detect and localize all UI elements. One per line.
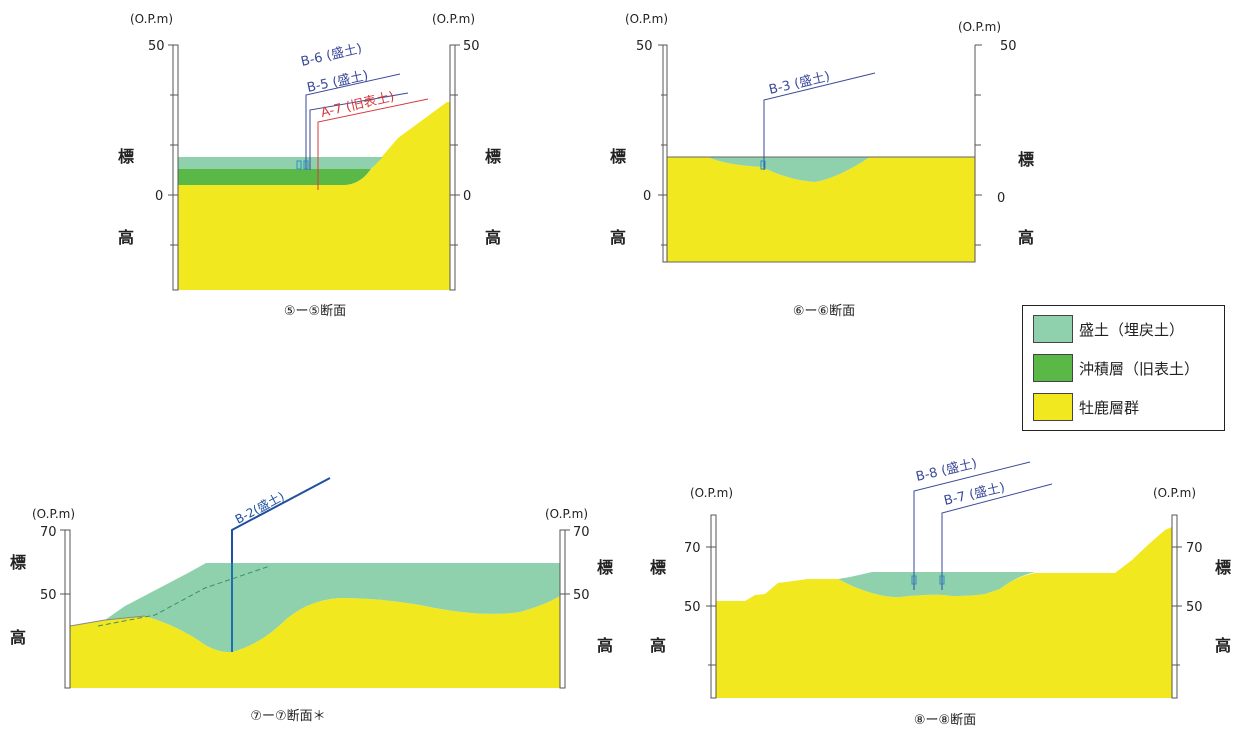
section-6-tick-right: 0 bbox=[997, 191, 1005, 206]
legend-swatch bbox=[1033, 354, 1073, 382]
section-5-bedrock bbox=[178, 102, 450, 290]
section-6-elevation-bottom: 高 bbox=[1018, 228, 1034, 247]
section-7-fill bbox=[105, 563, 560, 653]
legend-swatch bbox=[1033, 393, 1073, 421]
section-8-fill bbox=[838, 572, 1035, 598]
section-5-unit-right: (O.P.m) bbox=[432, 12, 475, 26]
section-7-unit-left: (O.P.m) bbox=[32, 507, 75, 521]
section-5-borehole-label: B-6 (盛土) bbox=[300, 41, 364, 70]
section-7-right-axis bbox=[559, 529, 566, 689]
section-5-borehole-label: B-5 (盛土) bbox=[306, 68, 370, 96]
section-5-elevation-top: 標 bbox=[118, 147, 134, 166]
section-7-caption: ⑦ー⑦断面＊ bbox=[250, 709, 325, 724]
section-7-elevation-bottom: 高 bbox=[597, 636, 613, 655]
section-7-elevation-bottom: 高 bbox=[10, 628, 26, 647]
legend-label: 沖積層（旧表土） bbox=[1079, 359, 1200, 378]
section-5-panel: B-6 (盛土) B-5 (盛土) A-7 (旧表土) (O.P.m) (O.P… bbox=[118, 12, 501, 319]
legend: 盛土（埋戻土） 沖積層（旧表土） 牡鹿層群 bbox=[1022, 305, 1225, 431]
section-7-elevation-top: 標 bbox=[10, 553, 26, 572]
section-8-unit-left: (O.P.m) bbox=[690, 486, 733, 500]
section-8-elevation-top: 標 bbox=[1215, 558, 1231, 577]
section-8-panel: B-8 (盛土) B-7 (盛土) (O.P.m) (O.P.m) 70 50 … bbox=[650, 456, 1231, 728]
section-6-fill bbox=[708, 157, 870, 182]
section-5-left-axis bbox=[172, 44, 179, 291]
section-7-tick-right: 70 bbox=[573, 525, 590, 540]
section-7-borehole-leaders bbox=[231, 477, 331, 652]
section-8-tick-left: 50 bbox=[684, 600, 701, 615]
section-6-panel: B-3 (盛土) (O.P.m) (O.P.m) 50 0 50 0 標 高 標… bbox=[610, 12, 1034, 319]
section-8-borehole-leaders bbox=[911, 461, 1053, 590]
section-6-caption: ⑥ー⑥断面 bbox=[793, 304, 855, 319]
section-5-alluvium bbox=[178, 169, 371, 185]
section-7-tick-right: 50 bbox=[573, 588, 590, 603]
section-8-tick-right: 50 bbox=[1186, 600, 1203, 615]
section-8-borehole-label: B-8 (盛土) bbox=[915, 456, 979, 485]
section-5-elevation-top: 標 bbox=[485, 147, 501, 166]
section-8-elevation-bottom: 高 bbox=[1215, 636, 1231, 655]
section-7-elevation-top: 標 bbox=[597, 558, 613, 577]
section-5-elevation-bottom: 高 bbox=[118, 228, 134, 247]
legend-label: 牡鹿層群 bbox=[1079, 398, 1140, 417]
section-5-caption: ⑤ー⑤断面 bbox=[284, 304, 346, 319]
section-8-tick-left: 70 bbox=[684, 541, 701, 556]
section-5-unit-left: (O.P.m) bbox=[130, 12, 173, 26]
section-7-tick-left: 70 bbox=[40, 525, 57, 540]
section-6-elevation-top: 標 bbox=[610, 147, 626, 166]
section-8-elevation-bottom: 高 bbox=[650, 636, 666, 655]
section-6-unit-right: (O.P.m) bbox=[958, 20, 1001, 34]
section-5-tick-left: 0 bbox=[155, 189, 163, 204]
section-6-left-axis bbox=[662, 44, 668, 263]
section-6-borehole-leaders bbox=[760, 72, 876, 170]
section-5-tick-right: 50 bbox=[463, 39, 480, 54]
section-6-unit-left: (O.P.m) bbox=[625, 12, 668, 26]
section-5-tick-left: 50 bbox=[148, 39, 165, 54]
section-5-tick-right: 0 bbox=[463, 189, 471, 204]
section-8-caption: ⑧ー⑧断面 bbox=[914, 713, 976, 728]
section-7-left-axis bbox=[64, 529, 71, 689]
section-7-panel: B-2(盛土) (O.P.m) (O.P.m) 70 50 70 50 標 高 … bbox=[10, 477, 613, 724]
section-6-tick-left: 50 bbox=[636, 39, 653, 54]
section-8-bedrock bbox=[716, 527, 1172, 698]
section-6-tick-right: 50 bbox=[1000, 39, 1017, 54]
section-5-elevation-bottom: 高 bbox=[485, 228, 501, 247]
section-6-bedrock bbox=[667, 157, 975, 262]
section-8-unit-right: (O.P.m) bbox=[1153, 486, 1196, 500]
legend-item-alluvium: 沖積層（旧表土） bbox=[1033, 353, 1199, 383]
section-7-tick-left: 50 bbox=[40, 588, 57, 603]
section-5-fill bbox=[178, 157, 383, 169]
section-8-elevation-top: 標 bbox=[650, 558, 666, 577]
legend-swatch bbox=[1033, 315, 1073, 343]
section-5-borehole-label: A-7 (旧表土) bbox=[320, 89, 396, 120]
section-6-tick-left: 0 bbox=[643, 189, 651, 204]
legend-item-bedrock: 牡鹿層群 bbox=[1033, 392, 1139, 422]
section-7-unit-right: (O.P.m) bbox=[545, 507, 588, 521]
section-8-tick-right: 70 bbox=[1186, 541, 1203, 556]
section-7-borehole-label: B-2(盛土) bbox=[232, 488, 286, 526]
section-6-borehole-label: B-3 (盛土) bbox=[768, 69, 832, 98]
section-7-bedrock bbox=[70, 596, 560, 688]
section-5-borehole-leaders bbox=[296, 73, 429, 190]
legend-label: 盛土（埋戻土） bbox=[1079, 320, 1185, 339]
section-6-elevation-bottom: 高 bbox=[610, 228, 626, 247]
section-5-right-axis bbox=[449, 44, 456, 291]
section-6-elevation-top: 標 bbox=[1018, 150, 1034, 169]
legend-item-fill-soil: 盛土（埋戻土） bbox=[1033, 314, 1184, 344]
